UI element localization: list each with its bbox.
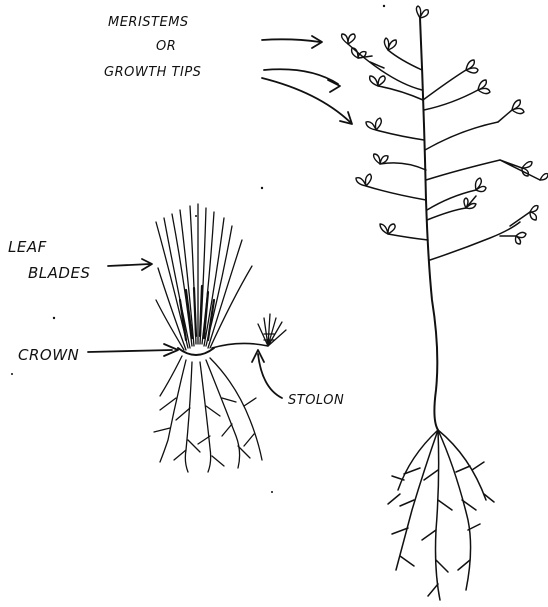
label-growth-tips: GROWTH TIPS <box>104 65 201 80</box>
leaf-blade <box>164 218 190 348</box>
arrow-stolon <box>258 354 282 398</box>
growth-tip <box>476 178 487 192</box>
growth-tip <box>342 34 356 44</box>
growth-tip <box>416 6 428 18</box>
growth-tip <box>466 60 478 73</box>
leaf-blade <box>156 300 184 350</box>
growth-tip <box>516 232 527 244</box>
branch <box>388 234 428 240</box>
root-branch <box>392 468 420 566</box>
branched-plant <box>342 6 548 600</box>
speck <box>271 491 273 493</box>
growth-tip <box>366 118 381 130</box>
arrows <box>88 36 352 398</box>
label-blades: BLADES <box>28 264 90 282</box>
branch <box>425 122 498 150</box>
leaf-blade <box>210 266 252 348</box>
root-branch <box>244 398 256 446</box>
branch <box>366 186 426 200</box>
growth-tip <box>512 100 524 114</box>
growth-tip <box>530 206 538 220</box>
label-crown: CROWN <box>18 346 79 364</box>
arrow-meristem-1 <box>262 39 320 42</box>
speck <box>261 187 263 189</box>
branch <box>376 130 424 140</box>
root-branch <box>472 462 494 502</box>
growth-tip <box>384 38 396 50</box>
arrow-crown <box>88 350 172 352</box>
root <box>398 430 438 490</box>
branch <box>500 160 540 180</box>
speck <box>195 215 197 217</box>
speck <box>11 373 13 375</box>
branch <box>427 190 476 210</box>
main-stem <box>420 18 438 430</box>
branch <box>500 212 530 236</box>
stolon <box>212 343 268 348</box>
leaf-blade <box>172 214 192 346</box>
label-stolon: STOLON <box>288 393 344 408</box>
stolon-plantlet <box>258 314 286 346</box>
root <box>200 362 211 472</box>
branch <box>348 44 422 90</box>
label-meristems: MERISTEMS <box>108 15 189 30</box>
growth-tip <box>370 76 385 86</box>
branch <box>427 208 466 220</box>
branch <box>388 50 422 70</box>
label-group-meristems: MERISTEMS OR GROWTH TIPS <box>104 15 201 80</box>
branch <box>426 160 500 180</box>
root-branch <box>222 398 250 458</box>
root <box>160 360 186 462</box>
growth-tip <box>540 174 548 180</box>
speck <box>383 5 385 7</box>
branch <box>380 163 426 170</box>
growth-tips <box>342 6 548 244</box>
branch <box>498 110 512 122</box>
branch <box>423 70 466 100</box>
grass-plant <box>154 204 286 472</box>
arrow-leaf-blades <box>108 264 150 266</box>
growth-tip <box>356 174 371 186</box>
root <box>185 362 192 472</box>
speck <box>53 317 55 319</box>
root <box>210 358 262 460</box>
label-leaf: LEAF <box>8 238 47 256</box>
label-or: OR <box>156 39 176 54</box>
root <box>436 430 441 600</box>
root <box>396 430 438 570</box>
label-group-leaf-blades: LEAF BLADES <box>8 238 90 282</box>
growth-tip <box>380 224 395 234</box>
branch <box>430 222 520 260</box>
growth-tip <box>478 80 490 94</box>
